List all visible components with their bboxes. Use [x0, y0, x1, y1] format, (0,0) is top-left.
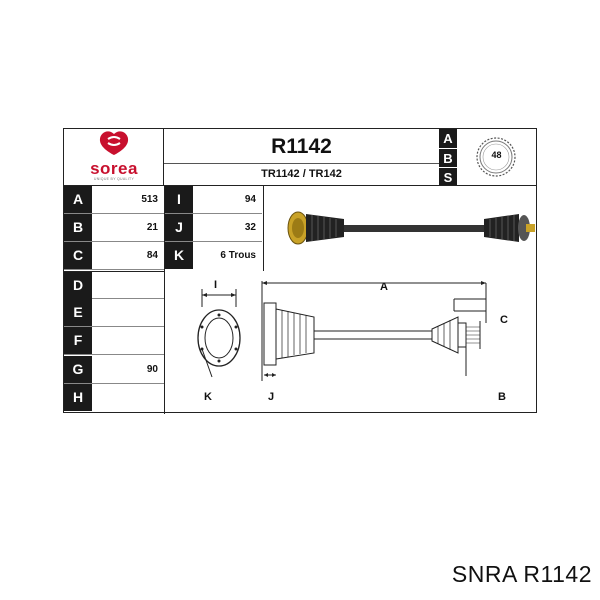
spec-letter: C	[64, 242, 92, 269]
spec-row-j: J 32	[165, 214, 262, 242]
brand-logo-mark	[99, 131, 129, 155]
spec-letter: H	[64, 384, 92, 411]
spec-row-g: G 90	[64, 356, 164, 384]
brand-name: sorea	[90, 159, 138, 178]
spec-row-e: E	[64, 299, 164, 327]
dim-label-k: K	[204, 391, 212, 403]
spec-letter: B	[64, 214, 92, 241]
spec-letter: G	[64, 356, 92, 383]
spec-row-i: I 94	[165, 186, 262, 214]
technical-drawing	[197, 281, 487, 381]
brand-logo: sorea UNIQUE BY QUALITY	[64, 129, 164, 186]
spec-letter: A	[64, 186, 92, 213]
abs-ring-icon	[476, 137, 516, 177]
abs-indicator: A B S	[439, 129, 457, 186]
dim-label-i: I	[214, 279, 218, 291]
spec-row-d: D	[64, 271, 164, 299]
spec-row-a: A 513	[64, 186, 164, 214]
abs-teeth-count: 48	[491, 150, 502, 160]
dim-label-c: C	[500, 314, 508, 326]
spec-letter: J	[165, 214, 193, 241]
divider	[164, 271, 165, 414]
spec-letter: I	[165, 186, 193, 213]
dim-label-j: J	[268, 391, 275, 403]
spec-value: 84	[146, 250, 158, 261]
spec-letter: D	[64, 272, 92, 299]
spec-value: 513	[141, 194, 158, 205]
spec-row-c: C 84	[64, 242, 164, 270]
part-number-title: R1142	[164, 129, 439, 164]
spec-value: 32	[244, 222, 256, 233]
abs-letter-s: S	[439, 167, 457, 186]
spec-row-h: H	[64, 384, 164, 412]
spec-column-ijk: I 94 J 32 K 6 Trous	[164, 186, 264, 271]
spec-letter: K	[165, 242, 193, 269]
spec-value: 90	[146, 364, 158, 375]
brand-tagline: UNIQUE BY QUALITY	[93, 177, 135, 181]
abs-ring-cell: 48	[457, 129, 536, 186]
dim-label-a: A	[380, 281, 388, 293]
spec-letter: F	[64, 327, 92, 354]
drive-shaft-photo	[287, 211, 535, 245]
spec-row-b: B 21	[64, 214, 164, 242]
spec-row-f: F	[64, 327, 164, 355]
product-caption: SNRA R1142	[451, 561, 592, 587]
spec-value: 6 Trous	[220, 250, 256, 261]
spec-value: 94	[244, 194, 256, 205]
spec-row-k: K 6 Trous	[165, 242, 262, 270]
abs-letter-b: B	[439, 148, 457, 167]
spec-sheet: sorea UNIQUE BY QUALITY R1142 TR1142 / T…	[63, 128, 537, 414]
spec-letter: E	[64, 299, 92, 326]
spec-value: 21	[146, 222, 158, 233]
dim-label-b: B	[498, 391, 506, 403]
abs-letter-a: A	[443, 131, 453, 146]
cross-reference: TR1142 / TR142	[164, 164, 439, 186]
